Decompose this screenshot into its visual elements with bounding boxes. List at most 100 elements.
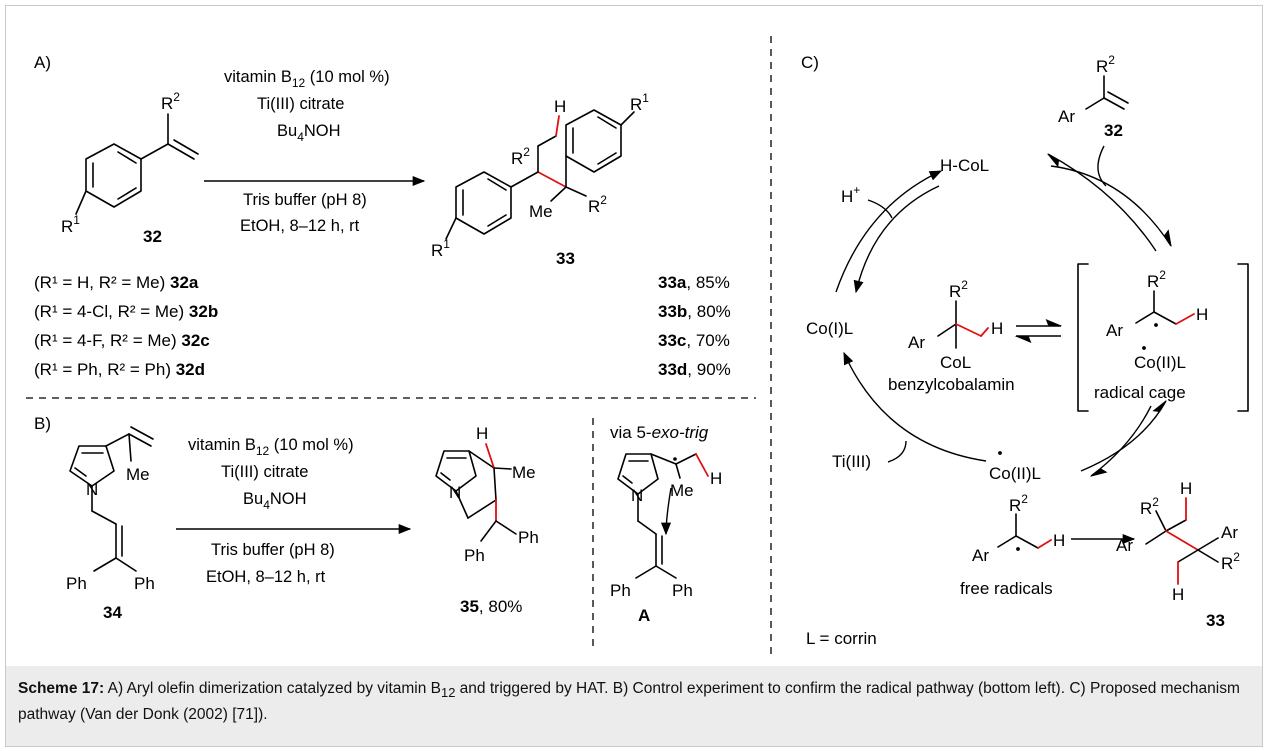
mech-h-benzyl: H (991, 319, 1003, 338)
mech-ti3: Ti(III) (832, 452, 871, 471)
mech-r2-benzyl: R2 (949, 278, 968, 301)
atom-ph2-a: Ph (672, 581, 693, 600)
atom-n-a: N (631, 486, 643, 505)
table-row-2-sub: (R¹ = 4-Cl, R² = Me) 32b (34, 302, 218, 321)
atom-n-35: N (449, 483, 461, 502)
table-row-3-sub: (R¹ = 4-F, R² = Me) 32c (34, 331, 210, 350)
atom-ph2-35: Ph (464, 546, 485, 565)
caption-sub: 12 (441, 685, 456, 701)
scheme-figure: A) B) C) R2 R1 32 vitamin B12 (10 mol %)… (5, 5, 1263, 747)
label-r1-32: R1 (61, 213, 80, 236)
mech-col: Co(I)L (806, 319, 853, 338)
table-row-4-prod: 33d, 90% (658, 360, 731, 379)
mech-h-cage: H (1196, 305, 1208, 324)
panel-label-c: C) (801, 53, 819, 72)
structure-intermediate-a (617, 453, 709, 579)
atom-ph1-35: Ph (518, 528, 539, 547)
mech-label-33: 33 (1206, 611, 1225, 630)
label-r1-33a: R1 (630, 91, 649, 114)
mech-ar-free: Ar (972, 546, 989, 565)
atom-ph1-a: Ph (610, 581, 631, 600)
structure-35 (435, 443, 517, 542)
mech-ar-32: Ar (1058, 107, 1075, 126)
caption-text-1: A) Aryl olefin dimerization catalyzed by… (104, 680, 442, 697)
label-me-33: Me (529, 202, 553, 221)
mech-benzyl-label: benzylcobalamin (888, 375, 1015, 394)
mech-ar2-33: Ar (1221, 523, 1238, 542)
mech-hplus: H+ (841, 183, 860, 206)
cycle-arrow-left-bottom (843, 351, 987, 462)
cycle-arrow-top-right-b (1046, 153, 1157, 252)
mech-h1-33: H (1180, 479, 1192, 498)
mech-r2-32: R2 (1096, 53, 1115, 76)
cycle-hplus-arrow (867, 199, 893, 219)
mech-cage-label: radical cage (1094, 383, 1186, 402)
structure-33 (445, 109, 635, 240)
compound-label-35: 35, 80% (460, 597, 522, 616)
atom-me-a: Me (670, 481, 694, 500)
panel-label-b: B) (34, 414, 51, 433)
mech-corrin: L = corrin (806, 629, 877, 648)
table-row-1-prod: 33a, 85% (658, 273, 730, 292)
table-row-4-sub: (R¹ = Ph, R² = Ph) 32d (34, 360, 205, 379)
structure-32 (75, 113, 199, 215)
label-r2-32: R2 (161, 90, 180, 113)
table-row-1-sub: (R¹ = H, R² = Me) 32a (34, 273, 199, 292)
caption-text-2: and triggered by HAT. B) Control experim… (18, 680, 1240, 724)
condition-buffer: Tris buffer (pH 8) (243, 191, 367, 209)
cycle-arrow-top-left-in (853, 185, 940, 294)
structure-33-c (1145, 497, 1219, 585)
condition-ti: Ti(III) citrate (257, 95, 344, 113)
mech-radical-dot-co (998, 451, 1002, 455)
cycle-arrow-top-right-a (1050, 165, 1172, 248)
condition-bu4noh: Bu4NOH (277, 122, 341, 144)
label-r2-33a: R2 (511, 145, 530, 168)
panel-label-a: A) (34, 53, 51, 72)
atom-me-35: Me (512, 463, 536, 482)
condition-ti-b: Ti(III) citrate (221, 463, 308, 481)
label-r2-33b: R2 (588, 193, 607, 216)
reaction-scheme-drawing: A) B) C) R2 R1 32 vitamin B12 (10 mol %)… (26, 36, 1249, 654)
condition-solvent-b: EtOH, 8–12 h, rt (206, 568, 326, 586)
mech-free-label: free radicals (960, 579, 1053, 598)
condition-buffer-b: Tris buffer (pH 8) (211, 541, 335, 559)
cycle-substrate-arrow (1097, 145, 1107, 187)
structure-benzylcobalamin (937, 300, 989, 349)
cycle-ti3-arrow (887, 440, 907, 463)
atom-h-35: H (476, 424, 488, 443)
mech-h2-33: H (1172, 585, 1184, 604)
mech-co2l: Co(II)L (989, 464, 1041, 483)
mech-ar1-33: Ar (1116, 536, 1133, 555)
condition-bu4noh-b: Bu4NOH (243, 490, 307, 512)
atom-me-34: Me (126, 465, 150, 484)
radical-cage-bracket (1077, 263, 1249, 412)
condition-b12: vitamin B12 (10 mol %) (224, 68, 390, 90)
compound-label-34: 34 (103, 603, 122, 622)
mech-label-32: 32 (1104, 121, 1123, 140)
structure-32-c (1085, 75, 1129, 110)
structure-free-radical (997, 513, 1052, 551)
mech-ar-benzyl: Ar (908, 333, 925, 352)
label-h-33: H (554, 97, 566, 116)
substrate-table: (R¹ = H, R² = Me) 32a 33a, 85% (R¹ = 4-C… (34, 273, 731, 379)
mech-h-free: H (1053, 531, 1065, 550)
label-r1-33b: R1 (431, 237, 450, 260)
atom-ph2-34: Ph (134, 574, 155, 593)
figure-caption: Scheme 17: A) Aryl olefin dimerization c… (6, 666, 1262, 746)
mech-col-benzyl: CoL (940, 353, 971, 372)
atom-n-34: N (86, 480, 98, 499)
atom-h-a: H (710, 469, 722, 488)
compound-label-a: A (638, 606, 650, 625)
intermediate-note: via 5-exo-trig (610, 423, 709, 442)
cycle-arrow-bottom-right-a (1080, 399, 1167, 472)
cycle-arrow-bottom-right-b (1089, 405, 1152, 477)
condition-solvent: EtOH, 8–12 h, rt (240, 217, 360, 235)
mech-r2a-33: R2 (1140, 495, 1159, 518)
compound-label-33: 33 (556, 249, 575, 268)
caption-title: Scheme 17: (18, 680, 105, 697)
atom-ph1-34: Ph (66, 574, 87, 593)
mech-co2l-cage: Co(II)L (1134, 353, 1186, 372)
mech-ar-cage: Ar (1106, 321, 1123, 340)
compound-label-32: 32 (143, 227, 162, 246)
condition-b12-b: vitamin B12 (10 mol %) (188, 436, 354, 458)
